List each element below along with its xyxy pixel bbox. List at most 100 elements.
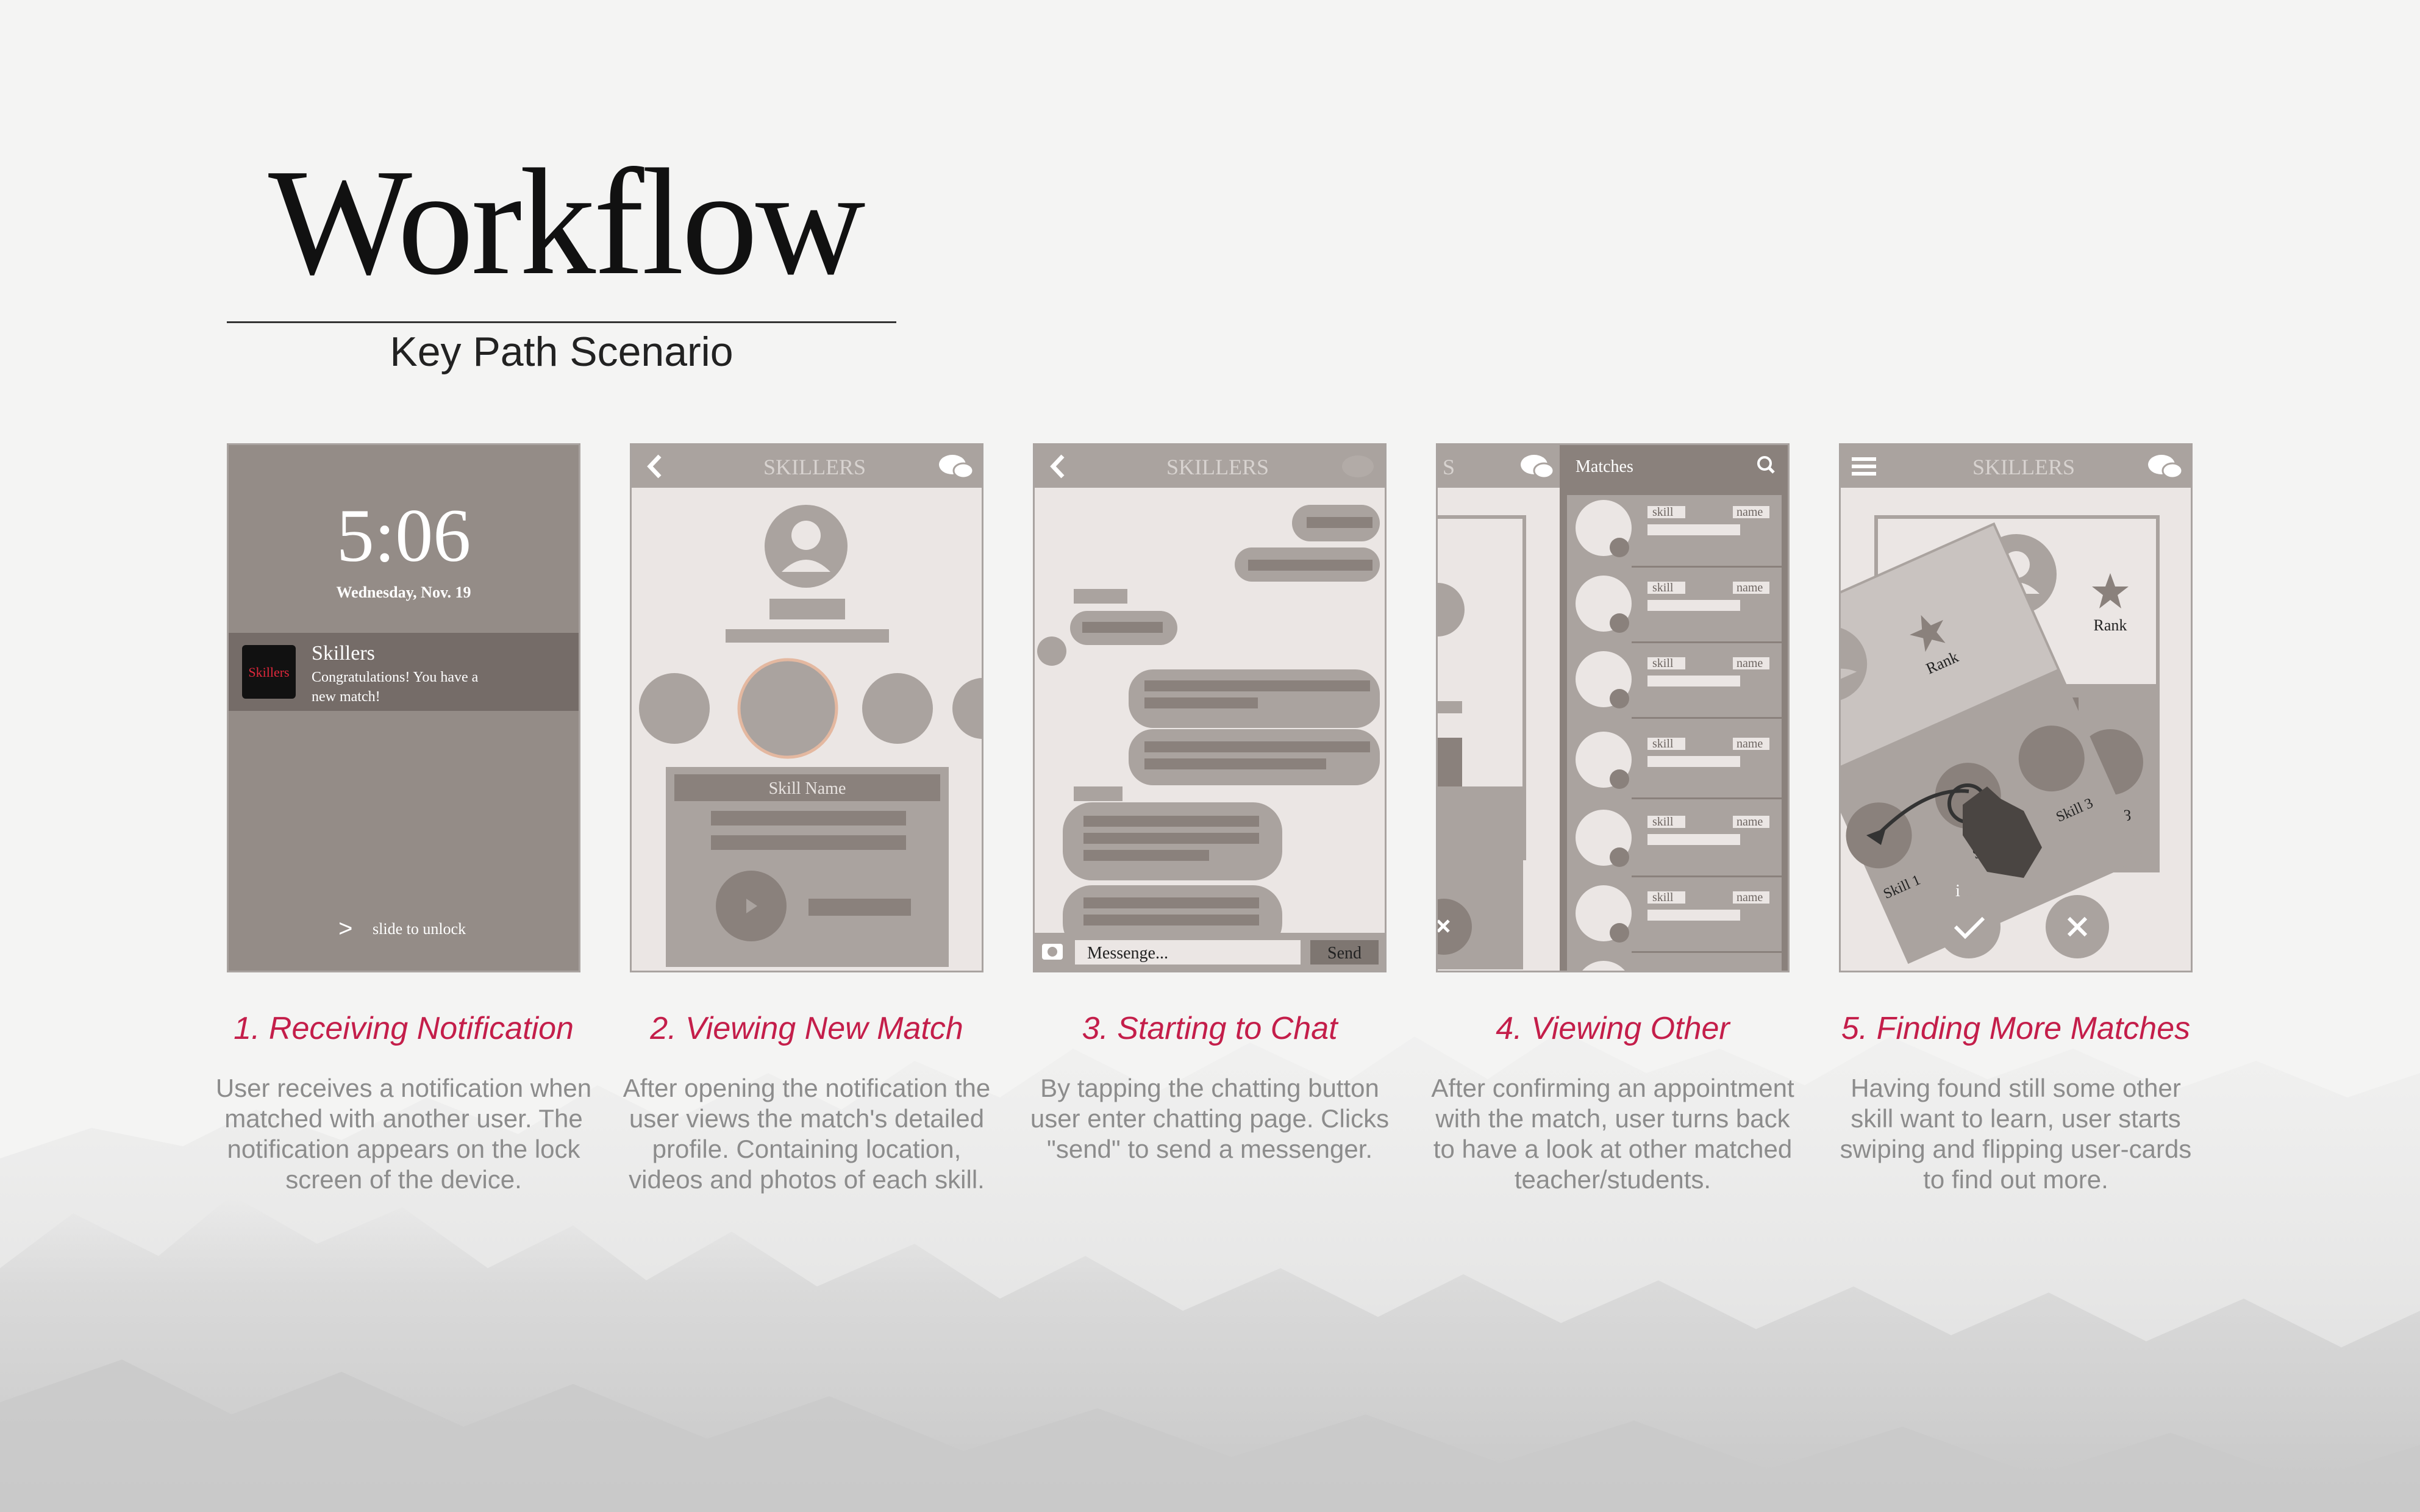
step-3-description: By tapping the chatting button user ente…	[1030, 1074, 1390, 1163]
user-badge-icon	[1610, 769, 1629, 789]
app-icon-label: Skillers	[248, 665, 289, 680]
back-arrow-icon[interactable]	[1050, 454, 1065, 479]
match-name-label: name	[1736, 737, 1763, 751]
match-name-label: name	[1736, 815, 1763, 829]
back-arrow-icon[interactable]	[647, 454, 662, 479]
step-1-description: User receives a notification when matche…	[215, 1074, 592, 1194]
match-detail-placeholder	[1647, 756, 1740, 767]
match-list-item[interactable]: skill name	[1576, 732, 1782, 799]
step-3-title: 3. Starting to Chat	[1082, 1011, 1338, 1046]
step-5-description: Having found still some other skill want…	[1840, 1074, 2192, 1194]
match-detail-placeholder	[1647, 676, 1740, 686]
match-detail-placeholder	[1647, 910, 1740, 921]
reject-button[interactable]	[2046, 895, 2109, 958]
chat-bubbles-icon[interactable]	[1342, 455, 1374, 477]
video-caption-placeholder	[808, 899, 911, 916]
sender-avatar	[1037, 637, 1066, 666]
nav-bar	[1841, 445, 2191, 488]
match-detail-placeholder	[1647, 834, 1740, 845]
match-name-label: name	[1736, 891, 1763, 904]
star-icon	[2092, 573, 2129, 608]
menu-icon[interactable]	[1852, 457, 1876, 476]
lock-date: Wednesday, Nov. 19	[336, 583, 471, 601]
hand-pointer-icon	[1947, 783, 2042, 878]
matches-header: Matches	[1576, 457, 1633, 476]
sender-name-placeholder	[1074, 589, 1127, 604]
search-icon[interactable]	[1757, 456, 1775, 474]
match-list-item[interactable]: skill name	[1576, 885, 1782, 953]
user-badge-icon	[1610, 689, 1629, 708]
skill-bubble[interactable]	[639, 673, 710, 744]
title-divider	[227, 321, 896, 323]
step-1-title: 1. Receiving Notification	[234, 1011, 574, 1046]
nav-title: SKILLERS	[1166, 455, 1269, 479]
unlock-arrow-icon: >	[338, 915, 352, 942]
user-name-placeholder	[769, 599, 845, 619]
user-badge-icon	[1610, 538, 1629, 557]
accept-button[interactable]	[1937, 895, 2001, 958]
match-skill-label: skill	[1652, 737, 1674, 751]
match-name-label: name	[1736, 657, 1763, 670]
lock-time: 5:06	[337, 494, 471, 577]
matches-screen-mockup: S Matches skill name skill name skill name ski…	[1436, 443, 1790, 972]
match-detail-placeholder	[1647, 600, 1740, 611]
camera-icon[interactable]	[1042, 944, 1063, 960]
page-title: Workflow	[268, 138, 865, 307]
send-button[interactable]	[1310, 940, 1379, 965]
match-name-label: name	[1736, 505, 1763, 519]
play-icon	[746, 899, 757, 913]
step-4-description: After confirming an appointment with the…	[1431, 1074, 1794, 1194]
nav-title-partial: S	[1443, 455, 1455, 479]
nav-bar	[632, 445, 982, 488]
outgoing-message	[1129, 729, 1380, 785]
profile-screen-mockup: SKILLERS Skill Name	[630, 443, 983, 972]
profile-avatar	[765, 505, 848, 588]
step-4-title: 4. Viewing Other	[1496, 1011, 1730, 1046]
notification-message-line2: new match!	[312, 689, 380, 705]
step-2-description: After opening the notification the user …	[623, 1074, 991, 1194]
rank-label: Rank	[2094, 616, 2127, 634]
swipe-arrow-icon	[1876, 789, 1969, 837]
slide-to-unlock[interactable]: > slide to unlock	[338, 915, 466, 942]
check-icon	[1954, 916, 1985, 940]
notification-app-name: Skillers	[312, 642, 375, 665]
skill-bubble-selected[interactable]	[737, 658, 838, 759]
match-list-item[interactable]: skill name	[1576, 651, 1782, 719]
notification-banner[interactable]: Skillers Skillers Congratulations! You h…	[229, 633, 579, 711]
send-button-label: Send	[1327, 944, 1362, 963]
match-list-item[interactable]: skill name	[1576, 810, 1782, 877]
skill-bubble[interactable]	[952, 678, 982, 739]
skill-name-bar	[674, 774, 940, 801]
chat-bubbles-icon[interactable]	[939, 455, 974, 479]
user-badge-icon	[1610, 847, 1629, 867]
chat-screen-mockup: SKILLERS Messenge... Send	[1033, 443, 1387, 972]
chat-bubbles-icon[interactable]	[2148, 455, 2183, 479]
skillers-app-icon	[242, 645, 296, 699]
page-subtitle: Key Path Scenario	[390, 329, 733, 375]
skill-bubble[interactable]	[862, 673, 933, 744]
match-skill-label: skill	[1652, 657, 1674, 670]
nav-title: SKILLERS	[763, 455, 866, 479]
match-list-item[interactable]	[1576, 961, 1632, 971]
skill-text-line	[711, 811, 906, 826]
info-icon[interactable]: i	[1955, 882, 1960, 900]
match-skill-label: skill	[1652, 815, 1674, 829]
match-avatar	[1582, 961, 1625, 971]
nav-title: SKILLERS	[1972, 455, 2075, 479]
nav-bar	[1035, 445, 1385, 488]
message-input[interactable]	[1075, 940, 1301, 965]
reject-button[interactable]	[1438, 899, 1472, 955]
cards-screen-mockup: SKILLERS Rank Skill 3 Rank Skill 1 Skill…	[1839, 443, 2193, 972]
match-name-label: name	[1736, 581, 1763, 594]
message-input-placeholder: Messenge...	[1087, 944, 1168, 963]
notification-message-line1: Congratulations! You have a	[312, 669, 479, 685]
match-detail-placeholder	[1647, 524, 1740, 535]
user-location-placeholder	[726, 629, 889, 643]
video-play-button[interactable]	[716, 871, 787, 941]
step-2-title: 2. Viewing New Match	[650, 1011, 963, 1046]
step-5-title: 5. Finding More Matches	[1841, 1011, 2191, 1046]
match-skill-label: skill	[1652, 891, 1674, 904]
